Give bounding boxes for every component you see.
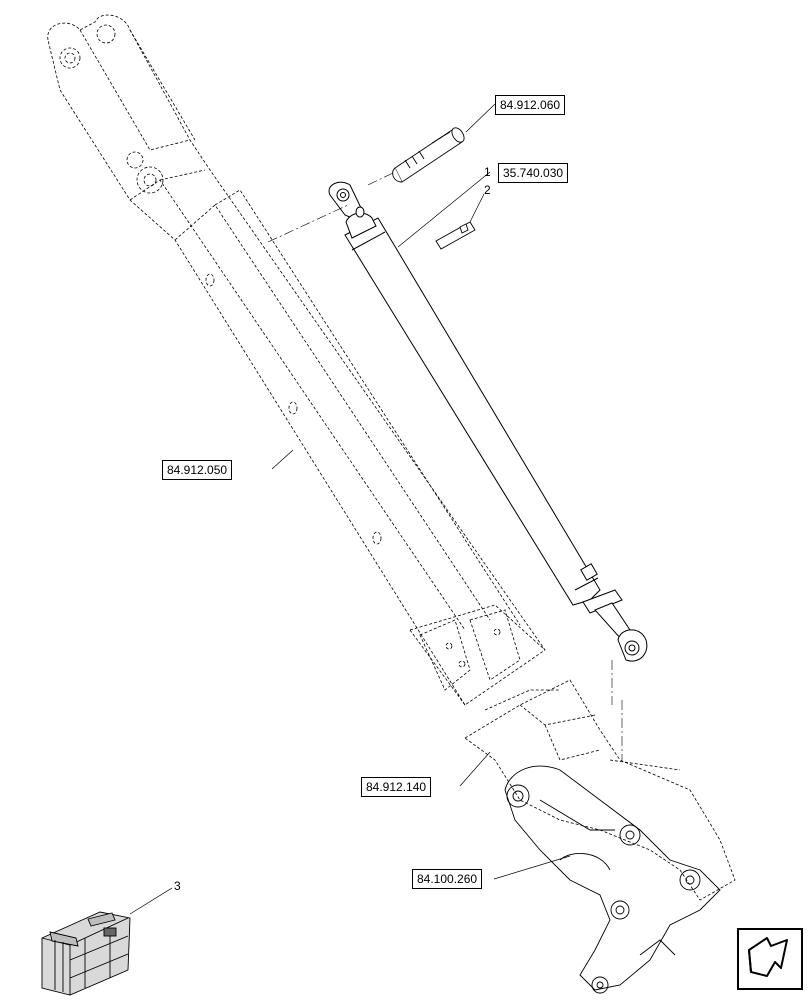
ref-arm-cylinder-group[interactable]: 35.740.030 [498, 163, 569, 183]
arm-cylinder [328, 181, 648, 662]
boom-pin [392, 127, 465, 183]
boom-lower-section [464, 679, 736, 901]
leader-lines [129, 103, 571, 915]
center-lines [267, 171, 623, 760]
callout-kit: 3 [174, 879, 181, 893]
swing-frame [504, 765, 721, 994]
dipper-arm [47, 14, 546, 706]
retaining-pin [435, 221, 476, 250]
callout-cylinder: 1 [484, 165, 491, 179]
ref-boom-pin[interactable]: 84.912.060 [495, 95, 566, 115]
crate-icon [41, 911, 131, 996]
ref-dipper-arm[interactable]: 84.912.050 [162, 460, 233, 480]
ref-boom-lower[interactable]: 84.912.140 [361, 777, 432, 797]
next-page-arrow-icon[interactable] [737, 928, 803, 990]
callout-pin: 2 [484, 183, 491, 197]
ref-swing-frame[interactable]: 84.100.260 [412, 869, 483, 889]
